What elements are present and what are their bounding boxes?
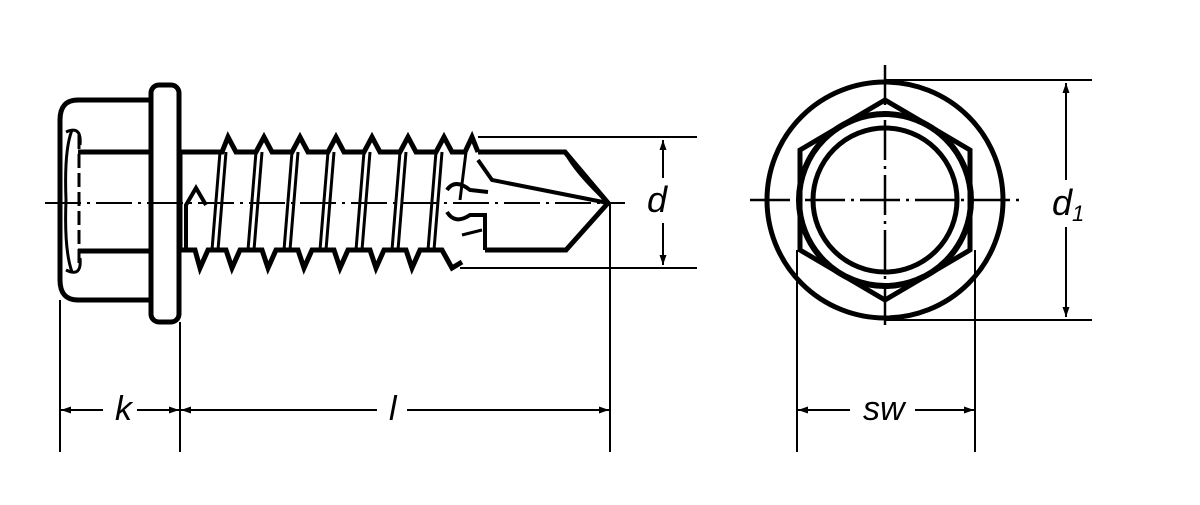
- dimension-label-sw: sw: [861, 390, 907, 428]
- dimension-d: [460, 136, 697, 269]
- dimension-label-k: k: [113, 390, 134, 428]
- d1-base: d: [1052, 182, 1073, 223]
- dimension-label-d1: d1: [1052, 182, 1085, 227]
- drill-point: [445, 149, 612, 253]
- dimension-k-l: [59, 203, 611, 452]
- hex-head: [57, 97, 150, 303]
- dimension-label-d: d: [647, 179, 668, 220]
- dimension-d1: [885, 79, 1092, 321]
- d1-subscript: 1: [1072, 201, 1085, 226]
- dimension-label-l: l: [383, 392, 403, 426]
- side-view: [45, 82, 625, 325]
- dimension-sw: [796, 250, 976, 452]
- end-view: [750, 65, 1022, 330]
- threaded-shank: [177, 130, 481, 276]
